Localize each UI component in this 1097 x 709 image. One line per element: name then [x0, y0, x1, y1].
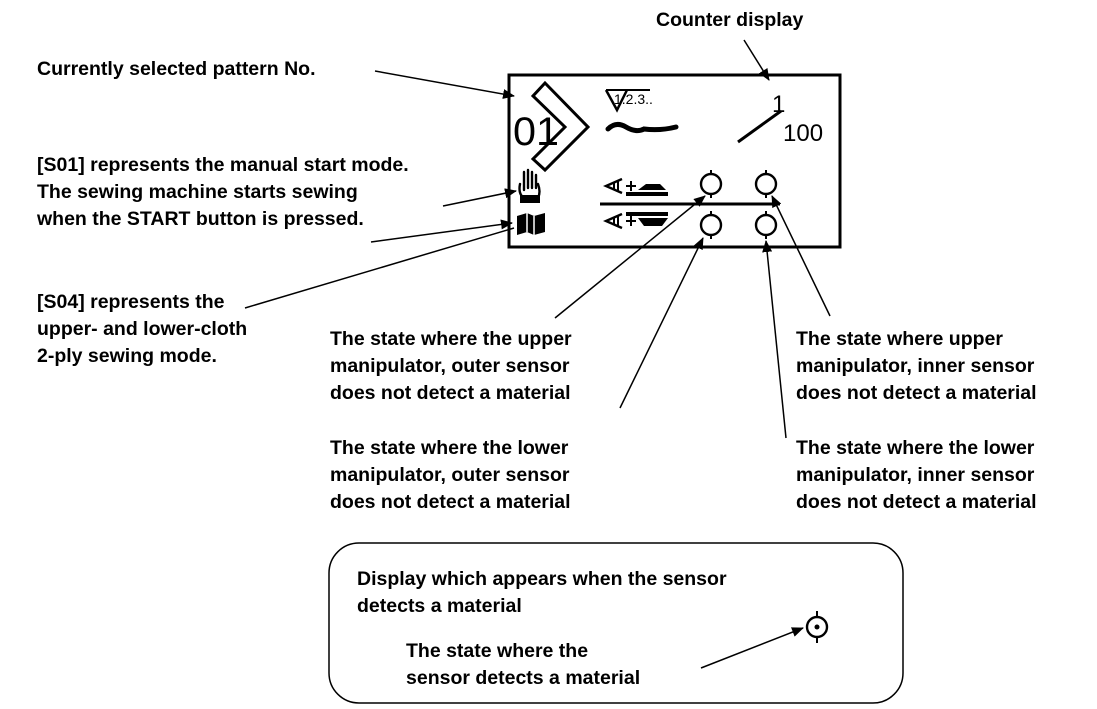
- sensor-lower-inner-icon: [754, 211, 778, 239]
- upper-inner-line-3: does not detect a material: [796, 382, 1037, 404]
- s01-line-1: [S01] represents the manual start mode.: [37, 154, 409, 176]
- counter-readout: 1 100: [737, 91, 823, 147]
- upper-outer-line-2: manipulator, outer sensor: [330, 355, 570, 377]
- arrow-s01: [442, 188, 517, 207]
- s04-line-3: 2-ply sewing mode.: [37, 345, 217, 367]
- arrow-lower-outer: [619, 237, 704, 409]
- lower-outer-label: The state where the lower manipulator, o…: [330, 435, 571, 516]
- leader-s04: [244, 227, 515, 309]
- diamond-frame: [530, 80, 591, 173]
- s01-label: [S01] represents the manual start mode. …: [37, 152, 409, 233]
- arrow-lower-inner: [762, 240, 787, 439]
- sensor-detected-icon: [805, 611, 829, 643]
- hand-icon: [518, 168, 541, 203]
- s04-line-2: upper- and lower-cloth: [37, 318, 248, 340]
- arrow-counter: [743, 39, 770, 81]
- upper-inner-line-2: manipulator, inner sensor: [796, 355, 1035, 377]
- pattern-no-label: Currently selected pattern No.: [37, 58, 316, 80]
- upper-inner-line-1: The state where upper: [796, 328, 1003, 350]
- s04-label: [S04] represents the upper- and lower-cl…: [37, 289, 247, 370]
- lower-outer-line-1: The state where the lower: [330, 437, 569, 459]
- pattern-number-text: 01: [513, 110, 559, 154]
- callout-title: Display which appears when the sensor de…: [357, 566, 727, 620]
- upper-inner-label: The state where upper manipulator, inner…: [796, 326, 1037, 407]
- s01-line-3: when the START button is pressed.: [37, 208, 364, 230]
- s04-line-1: [S04] represents the: [37, 291, 225, 313]
- sensor-upper-inner-icon: [754, 170, 778, 198]
- lower-inner-line-3: does not detect a material: [796, 491, 1037, 513]
- lower-manipulator-icon: [603, 212, 668, 230]
- detected-state-line-1: The state where the: [406, 640, 589, 662]
- wave-icon: [605, 121, 679, 134]
- arrow-upper-outer: [554, 195, 706, 319]
- callout-title-line-1: Display which appears when the sensor: [357, 568, 727, 590]
- arrow-upper-inner: [771, 195, 831, 317]
- lower-outer-line-3: does not detect a material: [330, 491, 571, 513]
- upper-outer-line-1: The state where the upper: [330, 328, 572, 350]
- lower-inner-label: The state where the lower manipulator, i…: [796, 435, 1037, 516]
- pattern-number-indicator: 01: [513, 80, 591, 173]
- counter-total: 100: [783, 120, 823, 147]
- arrow-detected: [700, 627, 804, 669]
- arrow-pattern-no: [374, 70, 515, 99]
- callout-title-line-2: detects a material: [357, 595, 522, 617]
- stitch-sequence-icon: 1.2.3..: [604, 89, 679, 134]
- detected-state-line-2: sensor detects a material: [406, 667, 641, 689]
- upper-manipulator-icon: [603, 177, 668, 196]
- lower-outer-line-2: manipulator, outer sensor: [330, 464, 570, 486]
- sequence-numbers: 1.2.3..: [614, 91, 653, 107]
- counter-slash: [737, 109, 782, 144]
- detected-state-label: The state where the sensor detects a mat…: [406, 638, 640, 692]
- sequence-triangle: [604, 89, 629, 113]
- s01-line-2: The sewing machine starts sewing: [37, 181, 358, 203]
- arrow-s04: [370, 219, 513, 243]
- upper-outer-line-3: does not detect a material: [330, 382, 571, 404]
- counter-display-label: Counter display: [656, 9, 804, 31]
- upper-outer-label: The state where the upper manipulator, o…: [330, 326, 572, 407]
- sensor-lower-outer-icon: [699, 211, 723, 239]
- callout-box: [328, 542, 904, 704]
- lower-inner-line-1: The state where the lower: [796, 437, 1035, 459]
- counter-current: 1: [772, 91, 785, 118]
- sensor-upper-outer-icon: [699, 170, 723, 198]
- two-ply-mode-icon: [517, 213, 545, 235]
- lower-inner-line-2: manipulator, inner sensor: [796, 464, 1035, 486]
